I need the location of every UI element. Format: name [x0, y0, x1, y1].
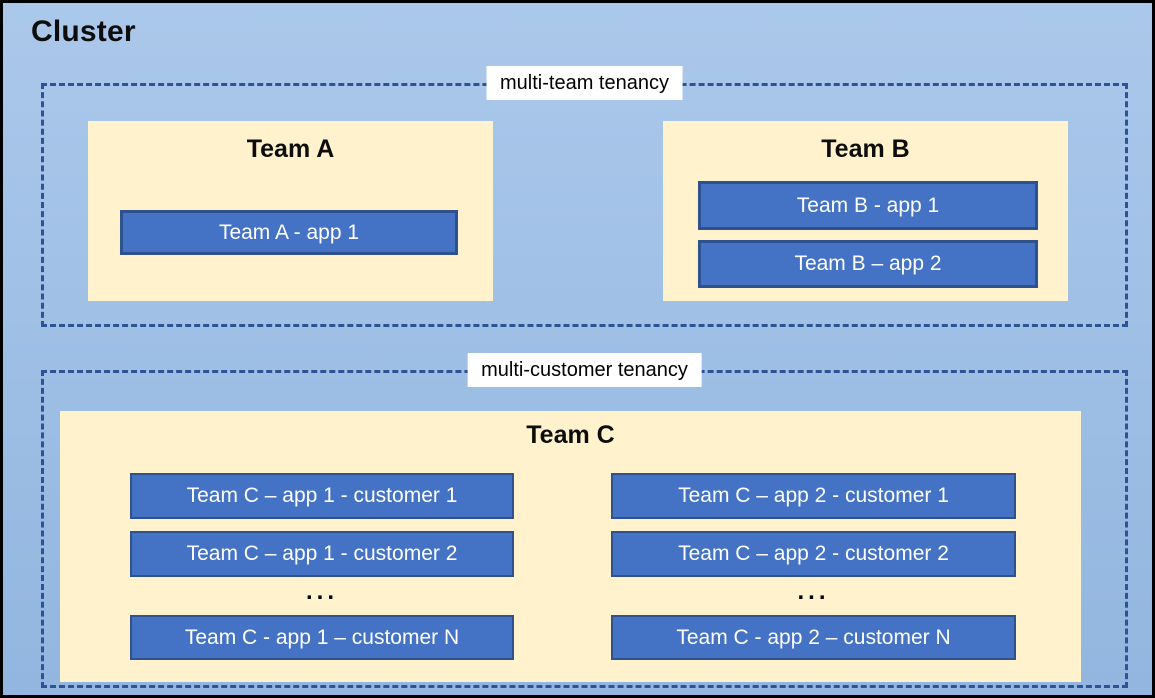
team-c-app-1-customer-2-box: Team C – app 1 - customer 2 [130, 531, 514, 577]
multi-team-tenancy-group: multi-team tenancy [41, 66, 1128, 327]
team-b-box: Team B Team B - app 1 Team B – app 2 [663, 121, 1068, 301]
team-c-title: Team C [526, 421, 615, 449]
team-c-app-2-customer-1-box: Team C – app 2 - customer 1 [611, 473, 1016, 519]
team-a-app-1-box: Team A - app 1 [120, 210, 458, 255]
team-c-box: Team C Team C – app 1 - customer 1 Team … [60, 411, 1081, 682]
team-b-app-2-box: Team B – app 2 [698, 240, 1038, 288]
team-c-app-2-customer-n-box: Team C - app 2 – customer N [611, 615, 1016, 660]
team-c-app-2-ellipsis: ... [797, 578, 830, 605]
team-c-app1-column: Team C – app 1 - customer 1 Team C – app… [130, 411, 514, 682]
team-b-app-1-box: Team B - app 1 [698, 181, 1038, 230]
team-c-app2-column: Team C – app 2 - customer 1 Team C – app… [611, 411, 1016, 682]
team-c-app-2-customer-2-box: Team C – app 2 - customer 2 [611, 531, 1016, 577]
cluster-title: Cluster [31, 15, 136, 48]
multi-team-tenancy-label: multi-team tenancy [486, 66, 683, 100]
team-c-app-1-customer-1-box: Team C – app 1 - customer 1 [130, 473, 514, 519]
multi-customer-tenancy-label: multi-customer tenancy [467, 353, 702, 387]
team-c-app-1-customer-n-box: Team C - app 1 – customer N [130, 615, 514, 660]
multi-customer-tenancy-group: multi-customer tenancy [41, 353, 1128, 688]
team-b-title: Team B [821, 135, 910, 163]
team-a-title: Team A [246, 135, 335, 163]
team-c-app-1-ellipsis: ... [305, 578, 338, 605]
team-a-box: Team A Team A - app 1 [88, 121, 493, 301]
